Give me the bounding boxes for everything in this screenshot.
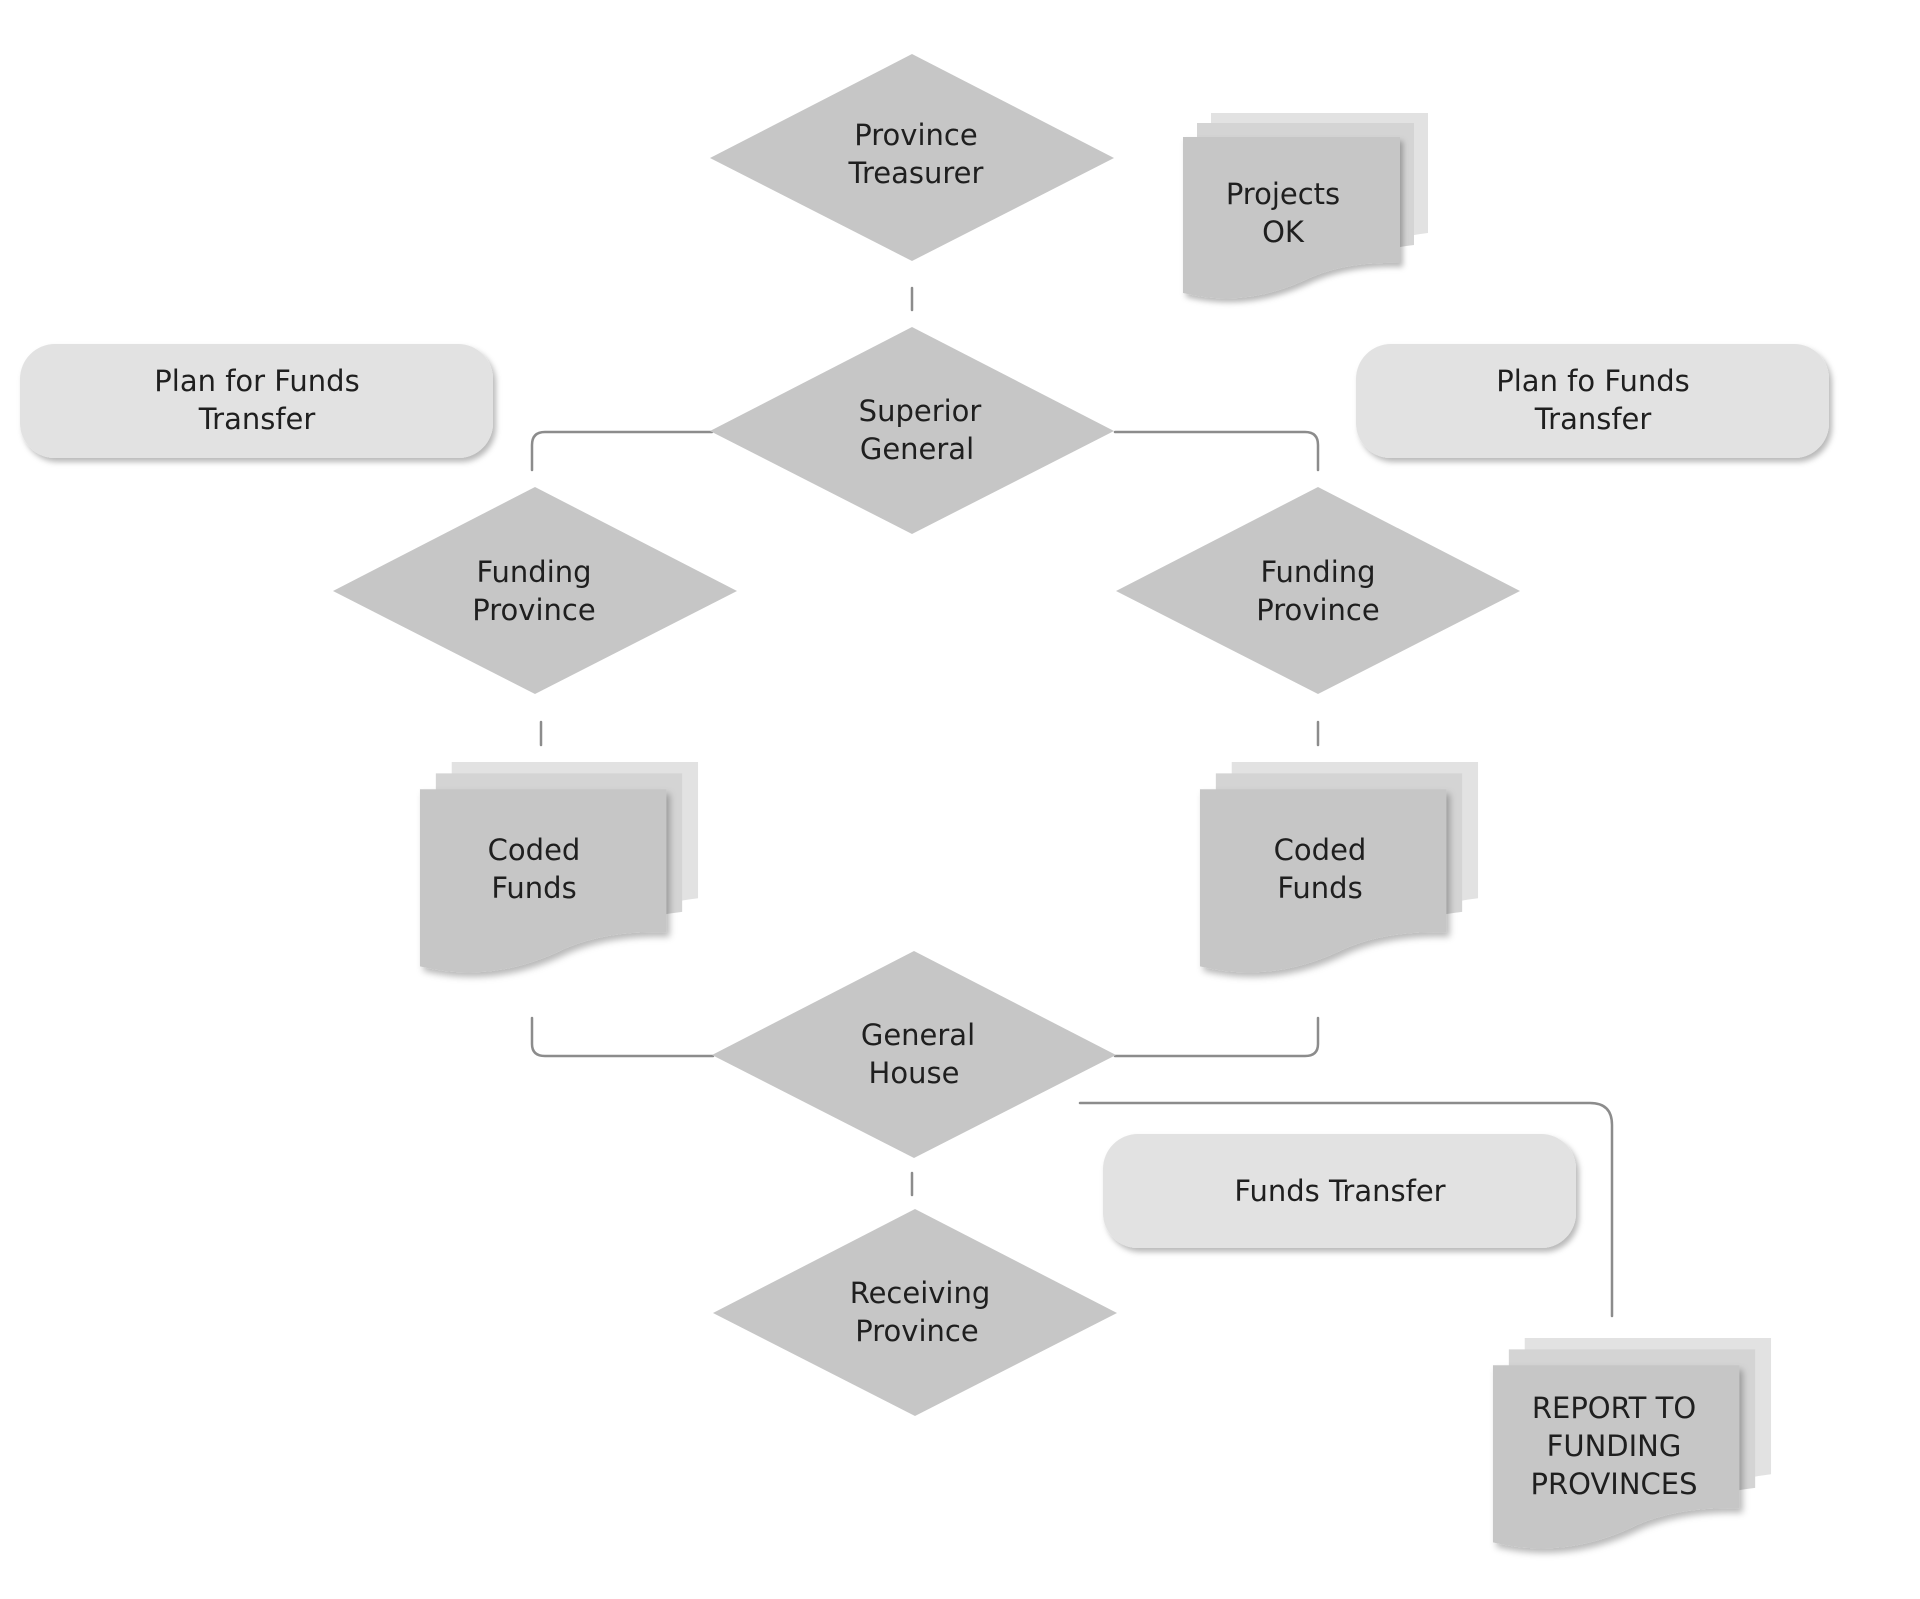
- plan-for-funds-transfer-right: Plan fo Funds Transfer: [1356, 344, 1829, 458]
- node-label-line: REPORT TO: [1532, 1391, 1696, 1425]
- node-label-line: Transfer: [198, 402, 316, 436]
- funds-transfer-node: Funds Transfer: [1103, 1134, 1576, 1248]
- node-label-line: FUNDING: [1547, 1429, 1682, 1463]
- rounded-rect-shape: [1103, 1134, 1576, 1248]
- province-treasurer-node: Province Treasurer: [710, 54, 1114, 261]
- rounded-rect-shape: [20, 344, 493, 458]
- node-label-line: House: [869, 1056, 960, 1090]
- node-label-line: Funding: [476, 555, 591, 589]
- node-label-line: Plan fo Funds: [1496, 364, 1689, 398]
- connector-right-coded-to-general-house: [1113, 1016, 1320, 1058]
- node-label-line: OK: [1262, 215, 1305, 249]
- receiving-province-node: Receiving Province: [713, 1209, 1117, 1416]
- coded-funds-left-node: Coded Funds: [420, 762, 698, 972]
- node-label-line: Superior: [859, 394, 982, 428]
- connector-superior-to-right-branch: [1113, 430, 1320, 472]
- node-label-line: Funds: [1277, 871, 1362, 905]
- node-label-line: Funds: [491, 871, 576, 905]
- plan-for-funds-transfer-left: Plan for Funds Transfer: [20, 344, 493, 458]
- decision-shape: [333, 487, 737, 694]
- coded-funds-right-node: Coded Funds: [1200, 762, 1478, 972]
- node-label-line: Coded: [488, 833, 581, 867]
- node-label-line: PROVINCES: [1530, 1467, 1697, 1501]
- node-label-line: Plan for Funds: [154, 364, 359, 398]
- connector-superior-to-left-branch: [530, 430, 714, 472]
- node-label-line: Province: [855, 1314, 978, 1348]
- connectors: [530, 286, 1614, 1318]
- node-label-line: Transfer: [1534, 402, 1652, 436]
- node-label-line: Province: [854, 118, 977, 152]
- decision-shape: [710, 54, 1114, 261]
- node-label-line: Receiving: [850, 1276, 991, 1310]
- node-label-line: Province: [1256, 593, 1379, 627]
- node-label-line: Funds Transfer: [1234, 1174, 1445, 1208]
- decision-shape: [713, 1209, 1117, 1416]
- node-label-line: Funding: [1260, 555, 1375, 589]
- node-label-line: Province: [472, 593, 595, 627]
- report-to-funding-provinces-node: REPORT TO FUNDING PROVINCES: [1493, 1338, 1771, 1548]
- node-label-line: Coded: [1274, 833, 1367, 867]
- funding-province-right-node: Funding Province: [1116, 487, 1520, 694]
- rounded-rect-shape: [1356, 344, 1829, 458]
- decision-shape: [710, 327, 1114, 534]
- node-label-line: General: [860, 432, 974, 466]
- decision-shape: [1116, 487, 1520, 694]
- projects-ok-node: Projects OK: [1183, 113, 1428, 298]
- document-stack-shape: [420, 762, 698, 972]
- general-house-node: General House: [712, 951, 1116, 1158]
- node-label-line: Treasurer: [848, 156, 984, 190]
- connector-left-coded-to-general-house: [530, 1016, 715, 1058]
- document-stack-shape: [1200, 762, 1478, 972]
- connector-general-house-to-report: [1078, 1101, 1614, 1318]
- superior-general-node: Superior General: [710, 327, 1114, 534]
- node-label-line: Projects: [1226, 177, 1340, 211]
- funding-province-left-node: Funding Province: [333, 487, 737, 694]
- decision-shape: [712, 951, 1116, 1158]
- node-label-line: General: [861, 1018, 975, 1052]
